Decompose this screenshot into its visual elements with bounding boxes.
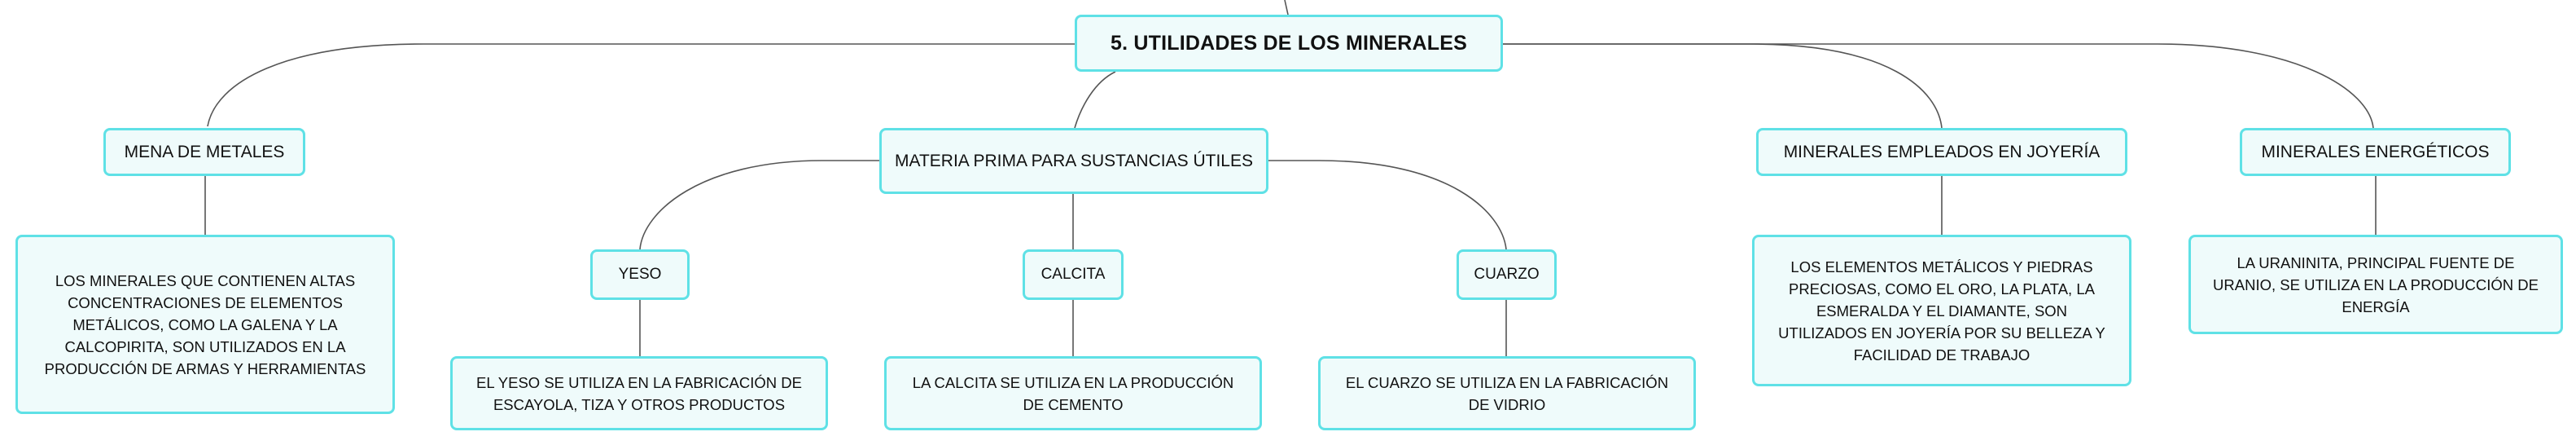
topic-calcita[interactable]: CALCITA — [1023, 249, 1124, 300]
topic-yeso[interactable]: YESO — [590, 249, 690, 300]
description-joyeria-text: LOS ELEMENTOS METÁLICOS Y PIEDRAS PRECIO… — [1778, 258, 2105, 363]
topic-minerales-energeticos[interactable]: MINERALES ENERGÉTICOS — [2240, 128, 2511, 176]
topic-materia-prima-label: MATERIA PRIMA PARA SUSTANCIAS ÚTILES — [895, 151, 1253, 170]
connector-materia-cuarzo — [1267, 160, 1507, 250]
description-calcita-text: LA CALCITA SE UTILIZA EN LA PRODUCCIÓN D… — [912, 373, 1234, 413]
description-calcita[interactable]: LA CALCITA SE UTILIZA EN LA PRODUCCIÓN D… — [884, 356, 1262, 430]
connector-root-joyeria — [1502, 43, 1943, 129]
description-joyeria[interactable]: LOS ELEMENTOS METÁLICOS Y PIEDRAS PRECIO… — [1752, 235, 2131, 386]
connector-root-energeticos — [1502, 43, 2374, 129]
description-cuarzo[interactable]: EL CUARZO SE UTILIZA EN LA FABRICACIÓN D… — [1318, 356, 1696, 430]
description-mena-de-metales[interactable]: LOS MINERALES QUE CONTIENEN ALTAS CONCEN… — [15, 235, 395, 414]
description-mena-de-metales-text: LOS MINERALES QUE CONTIENEN ALTAS CONCEN… — [44, 271, 366, 377]
topic-materia-prima[interactable]: MATERIA PRIMA PARA SUSTANCIAS ÚTILES — [879, 128, 1268, 194]
root-topic[interactable]: 5. UTILIDADES DE LOS MINERALES — [1075, 15, 1503, 72]
connector-root-materia — [1074, 71, 1116, 129]
description-cuarzo-text: EL CUARZO SE UTILIZA EN LA FABRICACIÓN D… — [1345, 373, 1669, 413]
description-energeticos-text: LA URANINITA, PRINCIPAL FUENTE DE URANIO… — [2213, 253, 2539, 315]
topic-mena-de-metales-label: MENA DE METALES — [124, 142, 285, 161]
root-topic-label: 5. UTILIDADES DE LOS MINERALES — [1111, 31, 1467, 55]
description-yeso[interactable]: EL YESO SE UTILIZA EN LA FABRICACIÓN DE … — [450, 356, 828, 430]
topic-yeso-label: YESO — [618, 266, 662, 283]
topic-mena-de-metales[interactable]: MENA DE METALES — [103, 128, 305, 176]
topic-cuarzo-label: CUARZO — [1474, 266, 1540, 283]
topic-minerales-joyeria-label: MINERALES EMPLEADOS EN JOYERÍA — [1783, 142, 2101, 161]
description-energeticos[interactable]: LA URANINITA, PRINCIPAL FUENTE DE URANIO… — [2188, 235, 2563, 334]
connector-parent — [1284, 0, 1289, 15]
topic-minerales-energeticos-label: MINERALES ENERGÉTICOS — [2261, 142, 2490, 161]
topic-minerales-joyeria[interactable]: MINERALES EMPLEADOS EN JOYERÍA — [1756, 128, 2127, 176]
connector-materia-yeso — [639, 160, 881, 250]
connector-root-metales — [207, 43, 1075, 127]
topic-calcita-label: CALCITA — [1040, 266, 1106, 283]
topic-cuarzo[interactable]: CUARZO — [1457, 249, 1557, 300]
description-yeso-text: EL YESO SE UTILIZA EN LA FABRICACIÓN DE … — [476, 373, 802, 413]
